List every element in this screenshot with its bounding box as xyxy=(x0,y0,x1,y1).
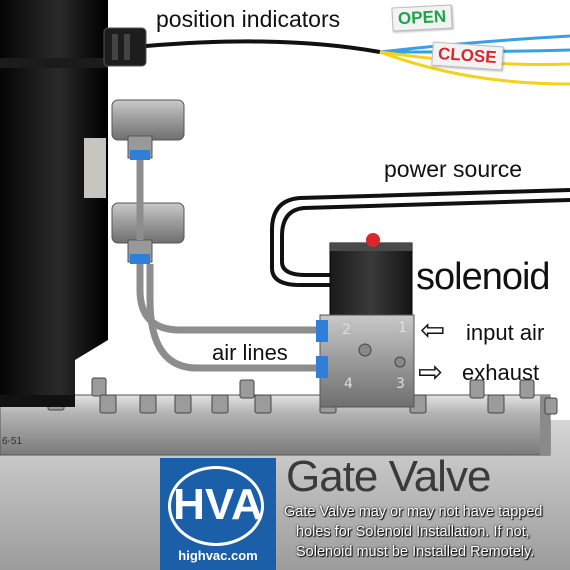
port-label-2: 2 xyxy=(342,322,351,338)
solenoid-coil xyxy=(329,242,413,319)
port-label-3: 3 xyxy=(396,376,405,392)
solenoid-indicator-light xyxy=(366,233,380,247)
valve-mark-label: 6-51 xyxy=(2,436,23,447)
gate-valve-title: Gate Valve xyxy=(286,452,491,501)
power-cable xyxy=(270,188,570,287)
port-label-4: 4 xyxy=(344,376,353,392)
power-source-label: power source xyxy=(384,156,523,182)
logo-url: highvac.com xyxy=(178,548,258,563)
note-line-3: Solenoid must be Installed Remotely. xyxy=(296,544,535,560)
hva-logo: HVA highvac.com xyxy=(160,458,276,570)
input-air-label: input air xyxy=(466,320,545,345)
warning-label xyxy=(84,138,106,198)
port-label-1: 1 xyxy=(398,320,407,336)
indicator-wire-blue xyxy=(379,34,570,54)
exhaust-label: exhaust xyxy=(462,360,540,385)
port4-fitting xyxy=(316,356,328,378)
note-line-1: Gate Valve may or may not have tapped xyxy=(284,504,543,520)
close-tag: CLOSE xyxy=(431,41,504,71)
air-lines-label: air lines xyxy=(212,340,288,365)
logo-ring-icon xyxy=(168,466,264,546)
lower-fitting xyxy=(111,202,185,244)
indicator-cable xyxy=(145,39,381,54)
upper-fitting xyxy=(111,99,185,141)
logo-text: HVA xyxy=(173,480,263,529)
solenoid-label: solenoid xyxy=(416,256,551,298)
input-air-arrow-icon: ⇦ xyxy=(420,313,446,348)
note-line-2: holes for Solenoid Installation. If not, xyxy=(296,524,530,540)
exhaust-arrow-icon: ⇨ xyxy=(418,355,444,390)
air-line-to-port4 xyxy=(146,264,318,372)
valve-flange xyxy=(0,394,551,456)
port2-fitting xyxy=(316,320,328,342)
position-indicators-label: position indicators xyxy=(156,6,341,32)
open-tag: OPEN xyxy=(391,4,453,32)
